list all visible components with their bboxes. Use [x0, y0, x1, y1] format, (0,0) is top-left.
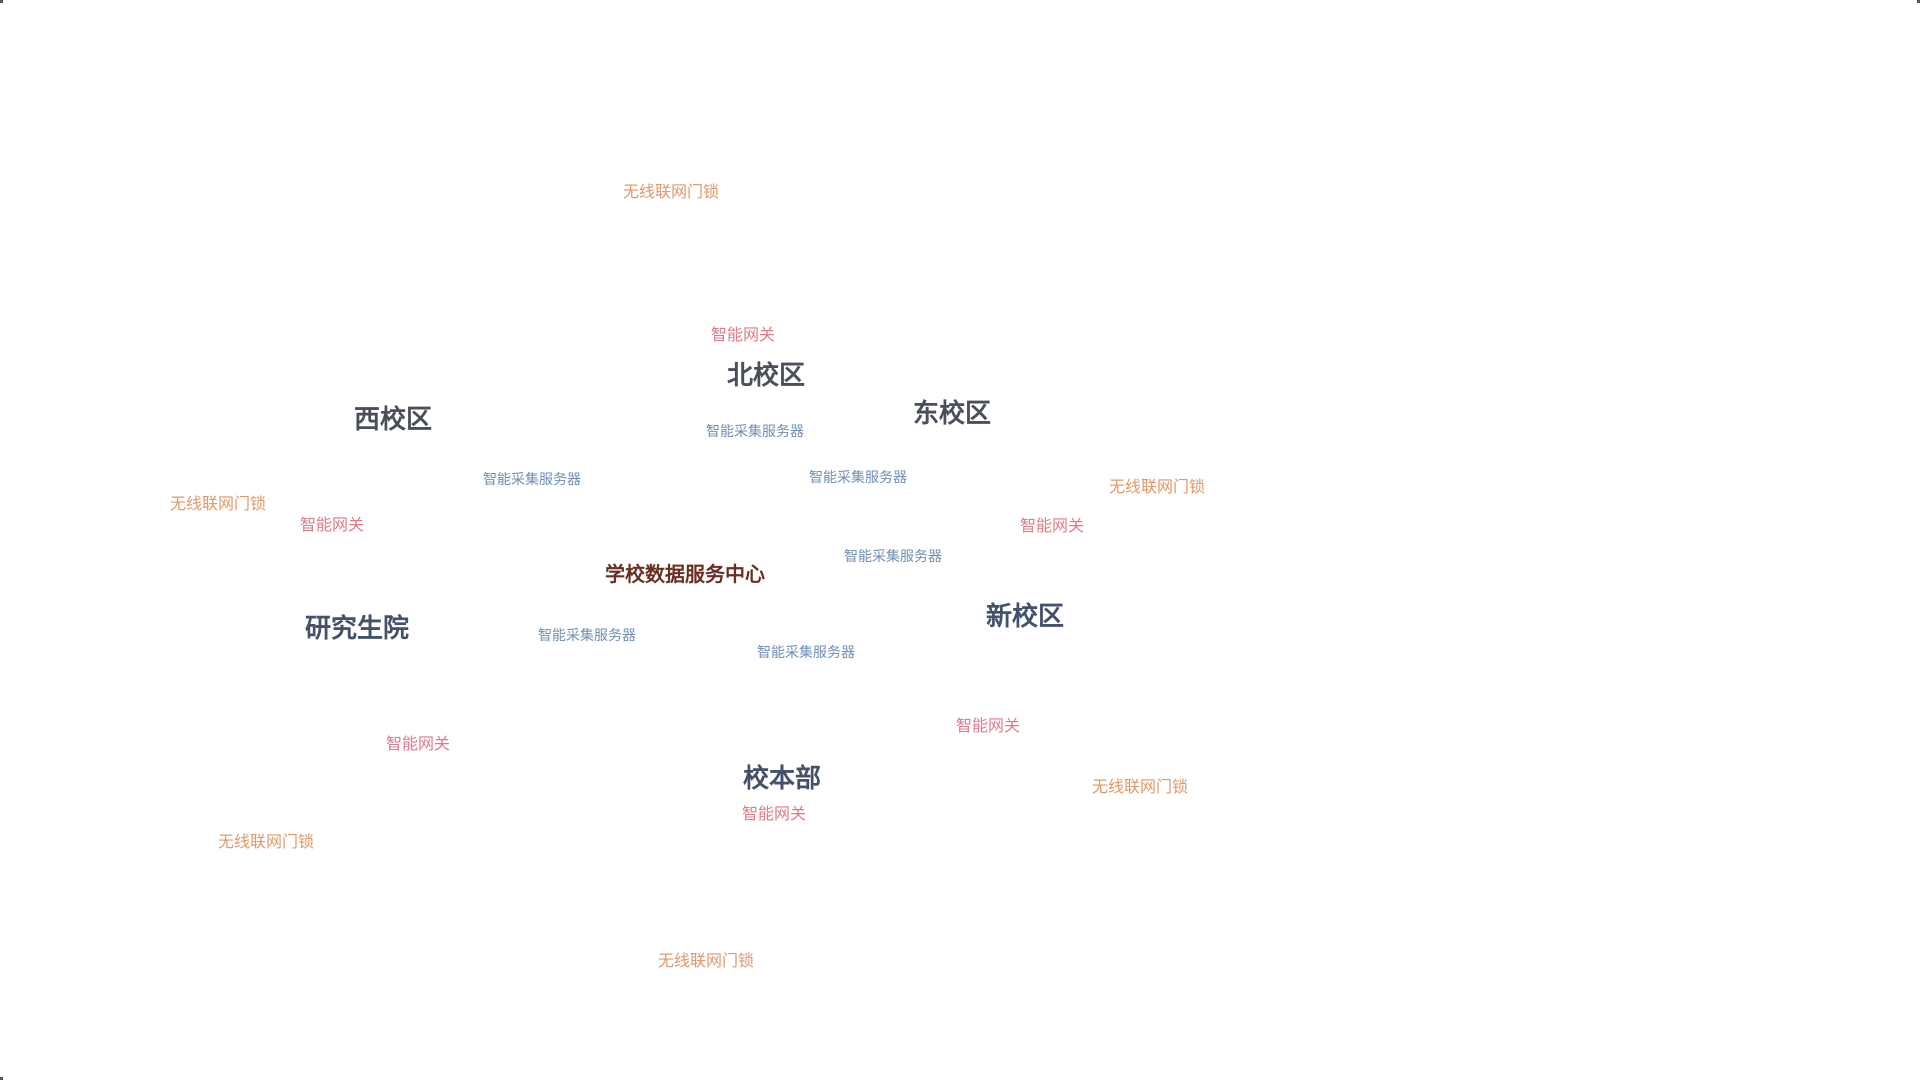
- lock-node-east[interactable]: 无线联网门锁: [1108, 477, 1206, 496]
- lock-node-new[interactable]: 无线联网门锁: [1091, 777, 1189, 796]
- corner-mark-bottom-left: [0, 1077, 3, 1080]
- gateway-node-east[interactable]: 智能网关: [1019, 516, 1085, 535]
- server-node-main[interactable]: 智能采集服务器: [757, 645, 855, 661]
- campus-node-east[interactable]: 东校区: [912, 399, 992, 429]
- corner-mark-top-right: [1917, 0, 1920, 3]
- campus-node-west[interactable]: 西校区: [353, 405, 433, 435]
- gateway-node-main[interactable]: 智能网关: [741, 804, 807, 823]
- lock-node-north[interactable]: 无线联网门锁: [622, 182, 720, 201]
- campus-node-new[interactable]: 新校区: [985, 602, 1065, 632]
- server-node-grad[interactable]: 智能采集服务器: [538, 628, 636, 644]
- campus-node-grad[interactable]: 研究生院: [304, 614, 410, 644]
- gateway-node-new[interactable]: 智能网关: [955, 716, 1021, 735]
- campus-node-north[interactable]: 北校区: [726, 361, 806, 391]
- server-node-west[interactable]: 智能采集服务器: [483, 472, 581, 488]
- gateway-node-grad[interactable]: 智能网关: [385, 734, 451, 753]
- lock-node-grad[interactable]: 无线联网门锁: [217, 832, 315, 851]
- server-node-east[interactable]: 智能采集服务器: [809, 470, 907, 486]
- server-node-new[interactable]: 智能采集服务器: [844, 549, 942, 565]
- gateway-node-west[interactable]: 智能网关: [299, 515, 365, 534]
- campus-node-main[interactable]: 校本部: [742, 764, 822, 794]
- root-node-data-center[interactable]: 学校数据服务中心: [605, 562, 765, 586]
- lock-node-main[interactable]: 无线联网门锁: [657, 951, 755, 970]
- corner-mark-top-left: [0, 0, 3, 3]
- gateway-node-north[interactable]: 智能网关: [710, 325, 776, 344]
- server-node-north[interactable]: 智能采集服务器: [706, 424, 804, 440]
- lock-node-west[interactable]: 无线联网门锁: [169, 494, 267, 513]
